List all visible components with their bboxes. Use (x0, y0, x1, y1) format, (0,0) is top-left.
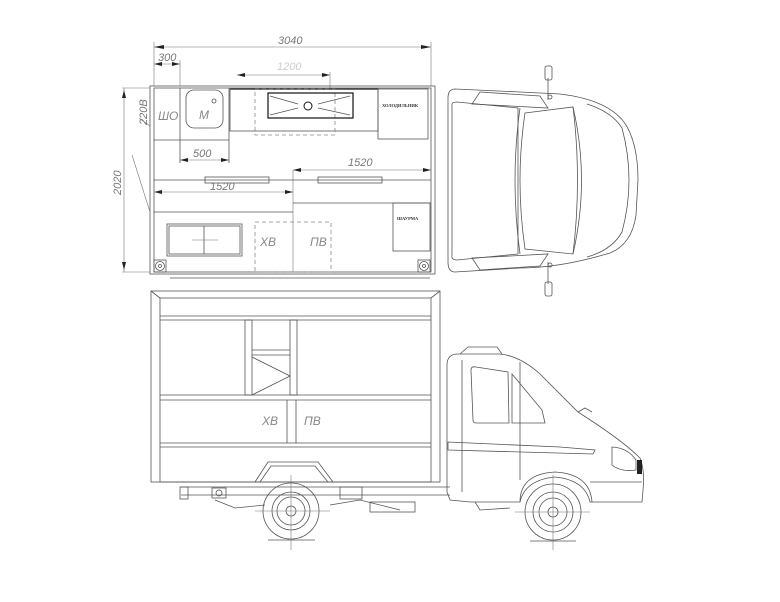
dim-300-text: 300 (158, 52, 177, 64)
dim-overall-length: 3040 (153, 35, 432, 86)
service-water-label: ПВ (310, 235, 327, 249)
cabinet-label: ШО (158, 109, 178, 123)
dim-center: 1200 (237, 61, 331, 88)
griddle (267, 92, 354, 119)
mirror-side-icon (577, 407, 593, 413)
water-tanks (254, 221, 332, 273)
dim-500-text: 500 (193, 148, 212, 160)
fan-icon (417, 259, 431, 273)
dim-3040-text: 3040 (278, 35, 303, 47)
plan-view: 3040 300 1200 2020 (112, 35, 436, 279)
dim-300: 300 (154, 52, 181, 86)
lower-sink (166, 223, 243, 257)
cab-window (470, 366, 510, 424)
sink-basin (185, 89, 224, 129)
dim-overall-width: 2020 (112, 87, 150, 273)
side-view: ХВ ПВ (150, 290, 644, 550)
dim-center-text: 1200 (277, 61, 302, 73)
shawarma-grill (392, 202, 431, 252)
body-outline (149, 85, 436, 275)
side-service-water-label: ПВ (304, 414, 321, 428)
shawarma-label: ШАУРМА (397, 216, 419, 221)
indicator-light (637, 460, 642, 474)
dim-2020-text: 2020 (112, 170, 124, 196)
dim-1520-left-text: 1520 (210, 181, 235, 193)
dim-500: 500 (180, 148, 229, 162)
front-wheel (515, 475, 590, 550)
fridge (377, 88, 429, 140)
griddle-burner-icon (303, 101, 313, 111)
dim-1520-left: 1520 (154, 176, 293, 194)
cab-top-view (447, 65, 639, 297)
counter-top (229, 88, 379, 132)
fridge-label: ХОЛОДИЛЬНИК (382, 103, 419, 108)
cold-water-label: ХВ (259, 235, 276, 249)
vent-flap-icon (251, 356, 291, 396)
counter-dashed-zone (254, 88, 336, 136)
side-molding (447, 441, 596, 455)
sink-drain-icon (211, 98, 217, 104)
mirror-icon (544, 65, 553, 100)
exhaust-muffler (369, 501, 416, 513)
dim-1520-right-text: 1520 (348, 157, 373, 169)
mirror-icon (544, 262, 553, 297)
shelf-left (204, 176, 270, 184)
fan-icon (153, 259, 167, 273)
cab-side (446, 346, 644, 503)
outlet-220v-text: 220В (138, 99, 150, 126)
side-cold-water-label: ХВ (261, 414, 278, 428)
rear-wheel (255, 475, 330, 550)
wheel-arch (254, 461, 334, 483)
headlight (611, 446, 637, 471)
dim-1520-right: 1520 (154, 157, 431, 272)
cab-side-window (511, 372, 546, 424)
sink-label: М (199, 108, 209, 122)
outlet-220v: 220В (131, 99, 151, 213)
front-wheel-arch (519, 471, 593, 503)
